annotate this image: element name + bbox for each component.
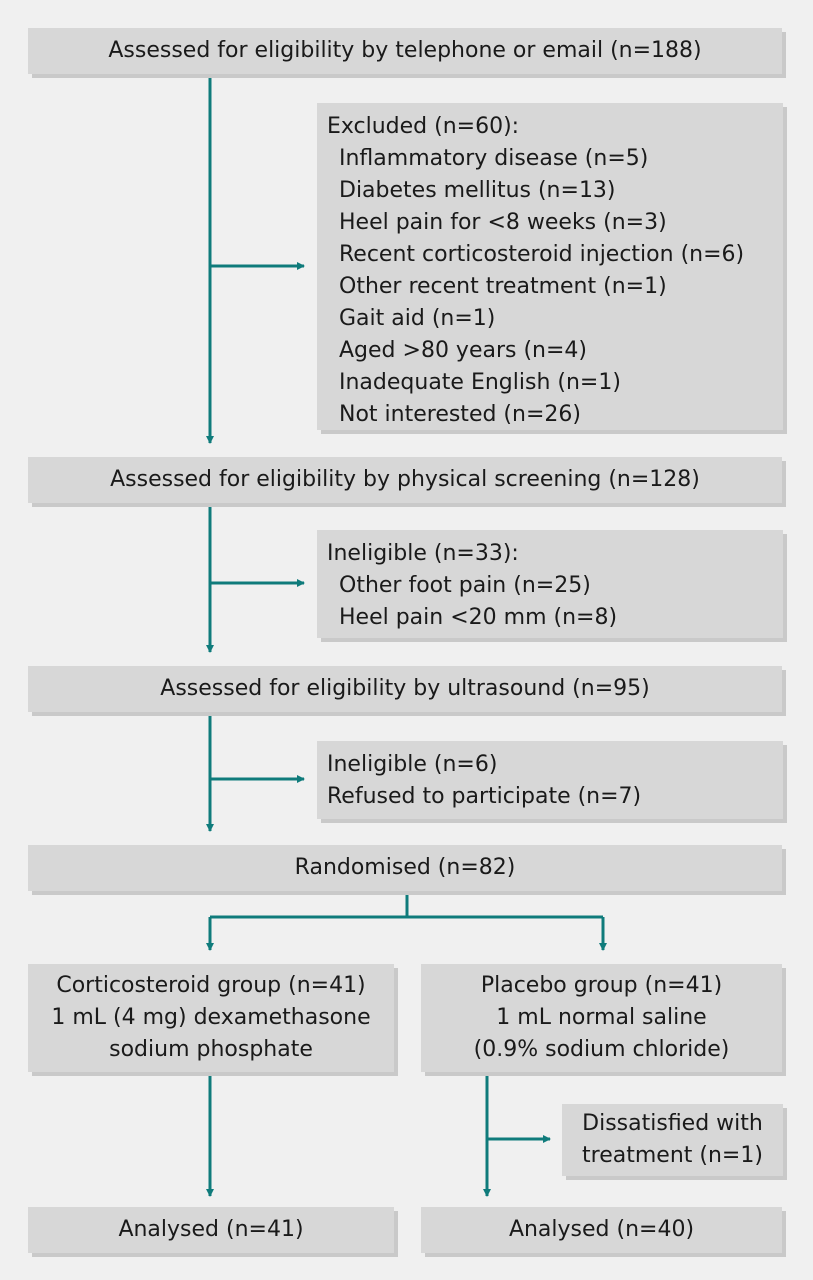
dissatisfied-line: Dissatisfied with — [582, 1111, 763, 1136]
excluded-item: Inadequate English (n=1) — [339, 370, 621, 395]
ineligible-physical-item: Heel pain <20 mm (n=8) — [339, 605, 618, 630]
analysed-corticosteroid-box: Analysed (n=41) — [28, 1207, 394, 1253]
analysed-placebo-box: Analysed (n=40) — [421, 1207, 782, 1253]
placebo-group-box: Placebo group (n=41) 1 mL normal saline … — [421, 964, 782, 1072]
corticosteroid-group-line: 1 mL (4 mg) dexamethasone — [51, 1005, 371, 1030]
telephone-screening-box: Assessed for eligibility by telephone or… — [28, 28, 782, 74]
corticosteroid-group-box: Corticosteroid group (n=41) 1 mL (4 mg) … — [28, 964, 394, 1072]
excluded-box: Excluded (n=60): Inflammatory disease (n… — [317, 103, 783, 430]
analysed-placebo-label: Analysed (n=40) — [508, 1217, 695, 1242]
ineligible-physical-item: Other foot pain (n=25) — [339, 573, 591, 598]
ultrasound-screening-label: Assessed for eligibility by ultrasound (… — [160, 676, 650, 701]
excluded-item: Aged >80 years (n=4) — [339, 338, 588, 363]
excluded-item: Heel pain for <8 weeks (n=3) — [339, 210, 667, 235]
telephone-screening-label: Assessed for eligibility by telephone or… — [108, 38, 702, 63]
ineligible-ultrasound-line: Refused to participate (n=7) — [327, 784, 642, 809]
placebo-group-line: (0.9% sodium chloride) — [473, 1037, 730, 1062]
physical-screening-box: Assessed for eligibility by physical scr… — [28, 457, 782, 503]
excluded-item: Other recent treatment (n=1) — [339, 274, 667, 299]
excluded-item: Diabetes mellitus (n=13) — [339, 178, 616, 203]
excluded-item: Recent corticosteroid injection (n=6) — [339, 242, 745, 267]
randomised-box: Randomised (n=82) — [28, 845, 782, 891]
excluded-heading: Excluded (n=60): — [327, 114, 520, 139]
excluded-item: Inflammatory disease (n=5) — [339, 146, 649, 171]
excluded-item: Gait aid (n=1) — [339, 306, 496, 331]
dissatisfied-line: treatment (n=1) — [582, 1143, 763, 1168]
randomised-label: Randomised (n=82) — [294, 855, 516, 880]
ineligible-physical-box: Ineligible (n=33): Other foot pain (n=25… — [317, 530, 783, 638]
dissatisfied-box: Dissatisfied with treatment (n=1) — [562, 1104, 783, 1176]
ineligible-physical-heading: Ineligible (n=33): — [327, 541, 519, 566]
placebo-group-line: Placebo group (n=41) — [480, 973, 723, 998]
ineligible-ultrasound-box: Ineligible (n=6) Refused to participate … — [317, 741, 783, 819]
excluded-item: Not interested (n=26) — [339, 402, 581, 427]
ineligible-ultrasound-line: Ineligible (n=6) — [327, 752, 498, 777]
placebo-group-line: 1 mL normal saline — [496, 1005, 707, 1030]
ultrasound-screening-box: Assessed for eligibility by ultrasound (… — [28, 666, 782, 712]
analysed-corticosteroid-label: Analysed (n=41) — [118, 1217, 304, 1242]
physical-screening-label: Assessed for eligibility by physical scr… — [110, 467, 700, 492]
corticosteroid-group-line: Corticosteroid group (n=41) — [56, 973, 366, 998]
corticosteroid-group-line: sodium phosphate — [109, 1037, 313, 1062]
